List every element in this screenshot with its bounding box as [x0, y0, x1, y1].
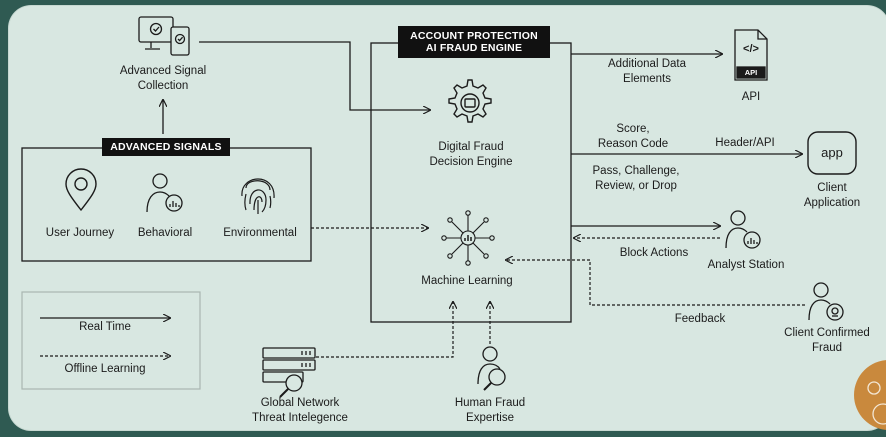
collection-label: Advanced Signal Collection	[103, 64, 223, 94]
behavioral-person-icon	[146, 173, 183, 213]
global-threat-label: Global Network Threat Intelegence	[235, 396, 365, 426]
header-api-label: Header/API	[715, 137, 775, 149]
signal-behavioral: Behavioral	[137, 227, 193, 239]
gear-icon	[448, 79, 492, 123]
devices-icon	[138, 16, 190, 56]
human-line1: Human Fraud	[454, 397, 526, 409]
ml-label: Machine Learning	[421, 275, 513, 287]
fingerprint-icon	[241, 178, 275, 214]
client-line1: Client	[817, 182, 847, 194]
human-line2: Expertise	[466, 412, 514, 424]
network-icon	[441, 210, 495, 266]
arrow-global-to-ml	[316, 302, 453, 358]
score-line1: Score,	[616, 123, 650, 135]
app-icon-text: app	[821, 145, 843, 160]
api-icon-code: </>	[743, 43, 759, 55]
human-expertise-label: Human Fraud Expertise	[440, 396, 540, 426]
block-actions-label: Block Actions	[619, 247, 689, 259]
server-search-icon	[262, 347, 316, 398]
signal-environmental: Environmental	[223, 227, 297, 239]
arrow-collection-to-decision	[199, 41, 430, 110]
api-label: API	[741, 91, 761, 103]
confirmed-fraud-label: Client Confirmed Fraud	[772, 326, 882, 356]
decision-label: Digital Fraud Decision Engine	[411, 140, 531, 170]
api-document-icon	[734, 29, 768, 81]
engine-title-line1: ACCOUNT PROTECTION	[410, 30, 538, 42]
pass-line1: Pass, Challenge,	[592, 165, 680, 177]
api-icon-label: API	[744, 68, 758, 77]
additional-line2: Elements	[623, 73, 671, 85]
expert-search-icon	[477, 346, 506, 391]
decision-line1: Digital Fraud	[438, 141, 504, 153]
location-pin-icon	[65, 168, 97, 212]
global-line1: Global Network	[260, 397, 340, 409]
arrow-feedback	[506, 260, 805, 306]
corner-badge-icon	[867, 381, 886, 425]
app-icon-frame	[807, 131, 857, 175]
pass-label: Pass, Challenge, Review, or Drop	[576, 164, 696, 194]
fraud-person-icon	[808, 282, 844, 321]
legend-box	[21, 291, 201, 390]
decision-line2: Decision Engine	[429, 156, 513, 168]
analyst-person-icon	[725, 210, 761, 249]
legend-realtime-label: Real Time	[79, 321, 131, 333]
pass-line2: Review, or Drop	[595, 180, 677, 192]
global-line2: Threat Intelegence	[252, 412, 348, 424]
feedback-label: Feedback	[674, 313, 726, 325]
additional-label: Additional Data Elements	[592, 57, 702, 87]
engine-title-line2: AI FRAUD ENGINE	[425, 42, 523, 54]
signal-user-journey: User Journey	[45, 227, 115, 239]
client-app-label: Client Application	[794, 181, 870, 211]
engine-title: ACCOUNT PROTECTION AI FRAUD ENGINE	[398, 26, 550, 58]
score-line2: Reason Code	[597, 138, 669, 150]
client-line2: Application	[803, 197, 861, 209]
score-label: Score, Reason Code	[583, 122, 683, 152]
confirmed-line1: Client Confirmed	[784, 327, 870, 339]
collection-line1: Advanced Signal	[119, 65, 207, 77]
analyst-label: Analyst Station	[707, 259, 785, 271]
additional-line1: Additional Data	[608, 58, 686, 70]
legend-offline-label: Offline Learning	[64, 363, 146, 375]
confirmed-line2: Fraud	[811, 342, 843, 354]
signals-title: ADVANCED SIGNALS	[102, 138, 230, 156]
collection-line2: Collection	[137, 80, 189, 92]
